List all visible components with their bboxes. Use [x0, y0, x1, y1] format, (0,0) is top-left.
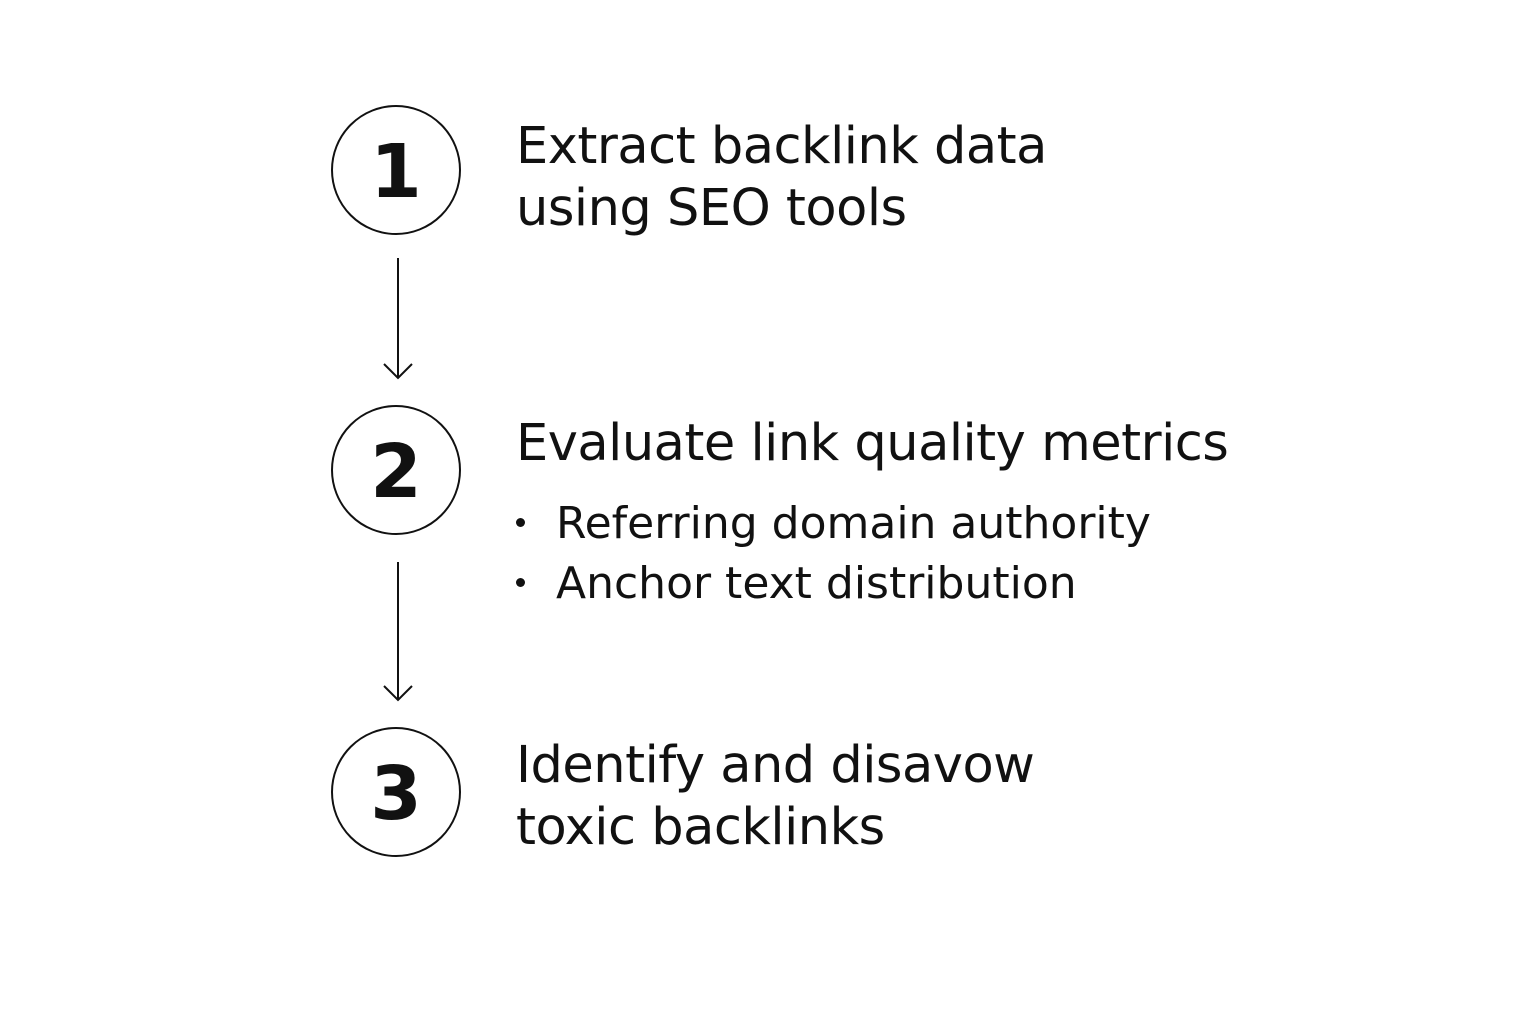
bullet-text: Referring domain authority: [556, 498, 1151, 549]
down-arrow-icon: [383, 562, 413, 702]
step-3-title: Identify and disavow toxic backlinks: [516, 735, 1035, 859]
bullet-item: Referring domain authority: [516, 494, 1151, 554]
step-1-title-line-1: Extract backlink data: [516, 117, 1047, 176]
step-1-title: Extract backlink data using SEO tools: [516, 116, 1047, 240]
step-2-number: 2: [370, 429, 422, 515]
step-1-title-line-2: using SEO tools: [516, 179, 907, 238]
step-1-number: 1: [370, 129, 422, 215]
step-1-circle: 1: [331, 105, 461, 235]
step-2-circle: 2: [331, 405, 461, 535]
step-2-title-line-1: Evaluate link quality metrics: [516, 414, 1229, 473]
bullet-item: Anchor text distribution: [516, 554, 1151, 614]
bullet-dot-icon: [516, 518, 525, 527]
bullet-dot-icon: [516, 578, 525, 587]
step-2-bullet-list: Referring domain authority Anchor text d…: [516, 494, 1151, 614]
step-3-title-line-1: Identify and disavow: [516, 736, 1035, 795]
step-3-title-line-2: toxic backlinks: [516, 798, 885, 857]
step-2-title: Evaluate link quality metrics: [516, 413, 1229, 475]
step-3-number: 3: [370, 751, 422, 837]
down-arrow-icon: [383, 258, 413, 380]
step-3-circle: 3: [331, 727, 461, 857]
bullet-text: Anchor text distribution: [556, 558, 1077, 609]
